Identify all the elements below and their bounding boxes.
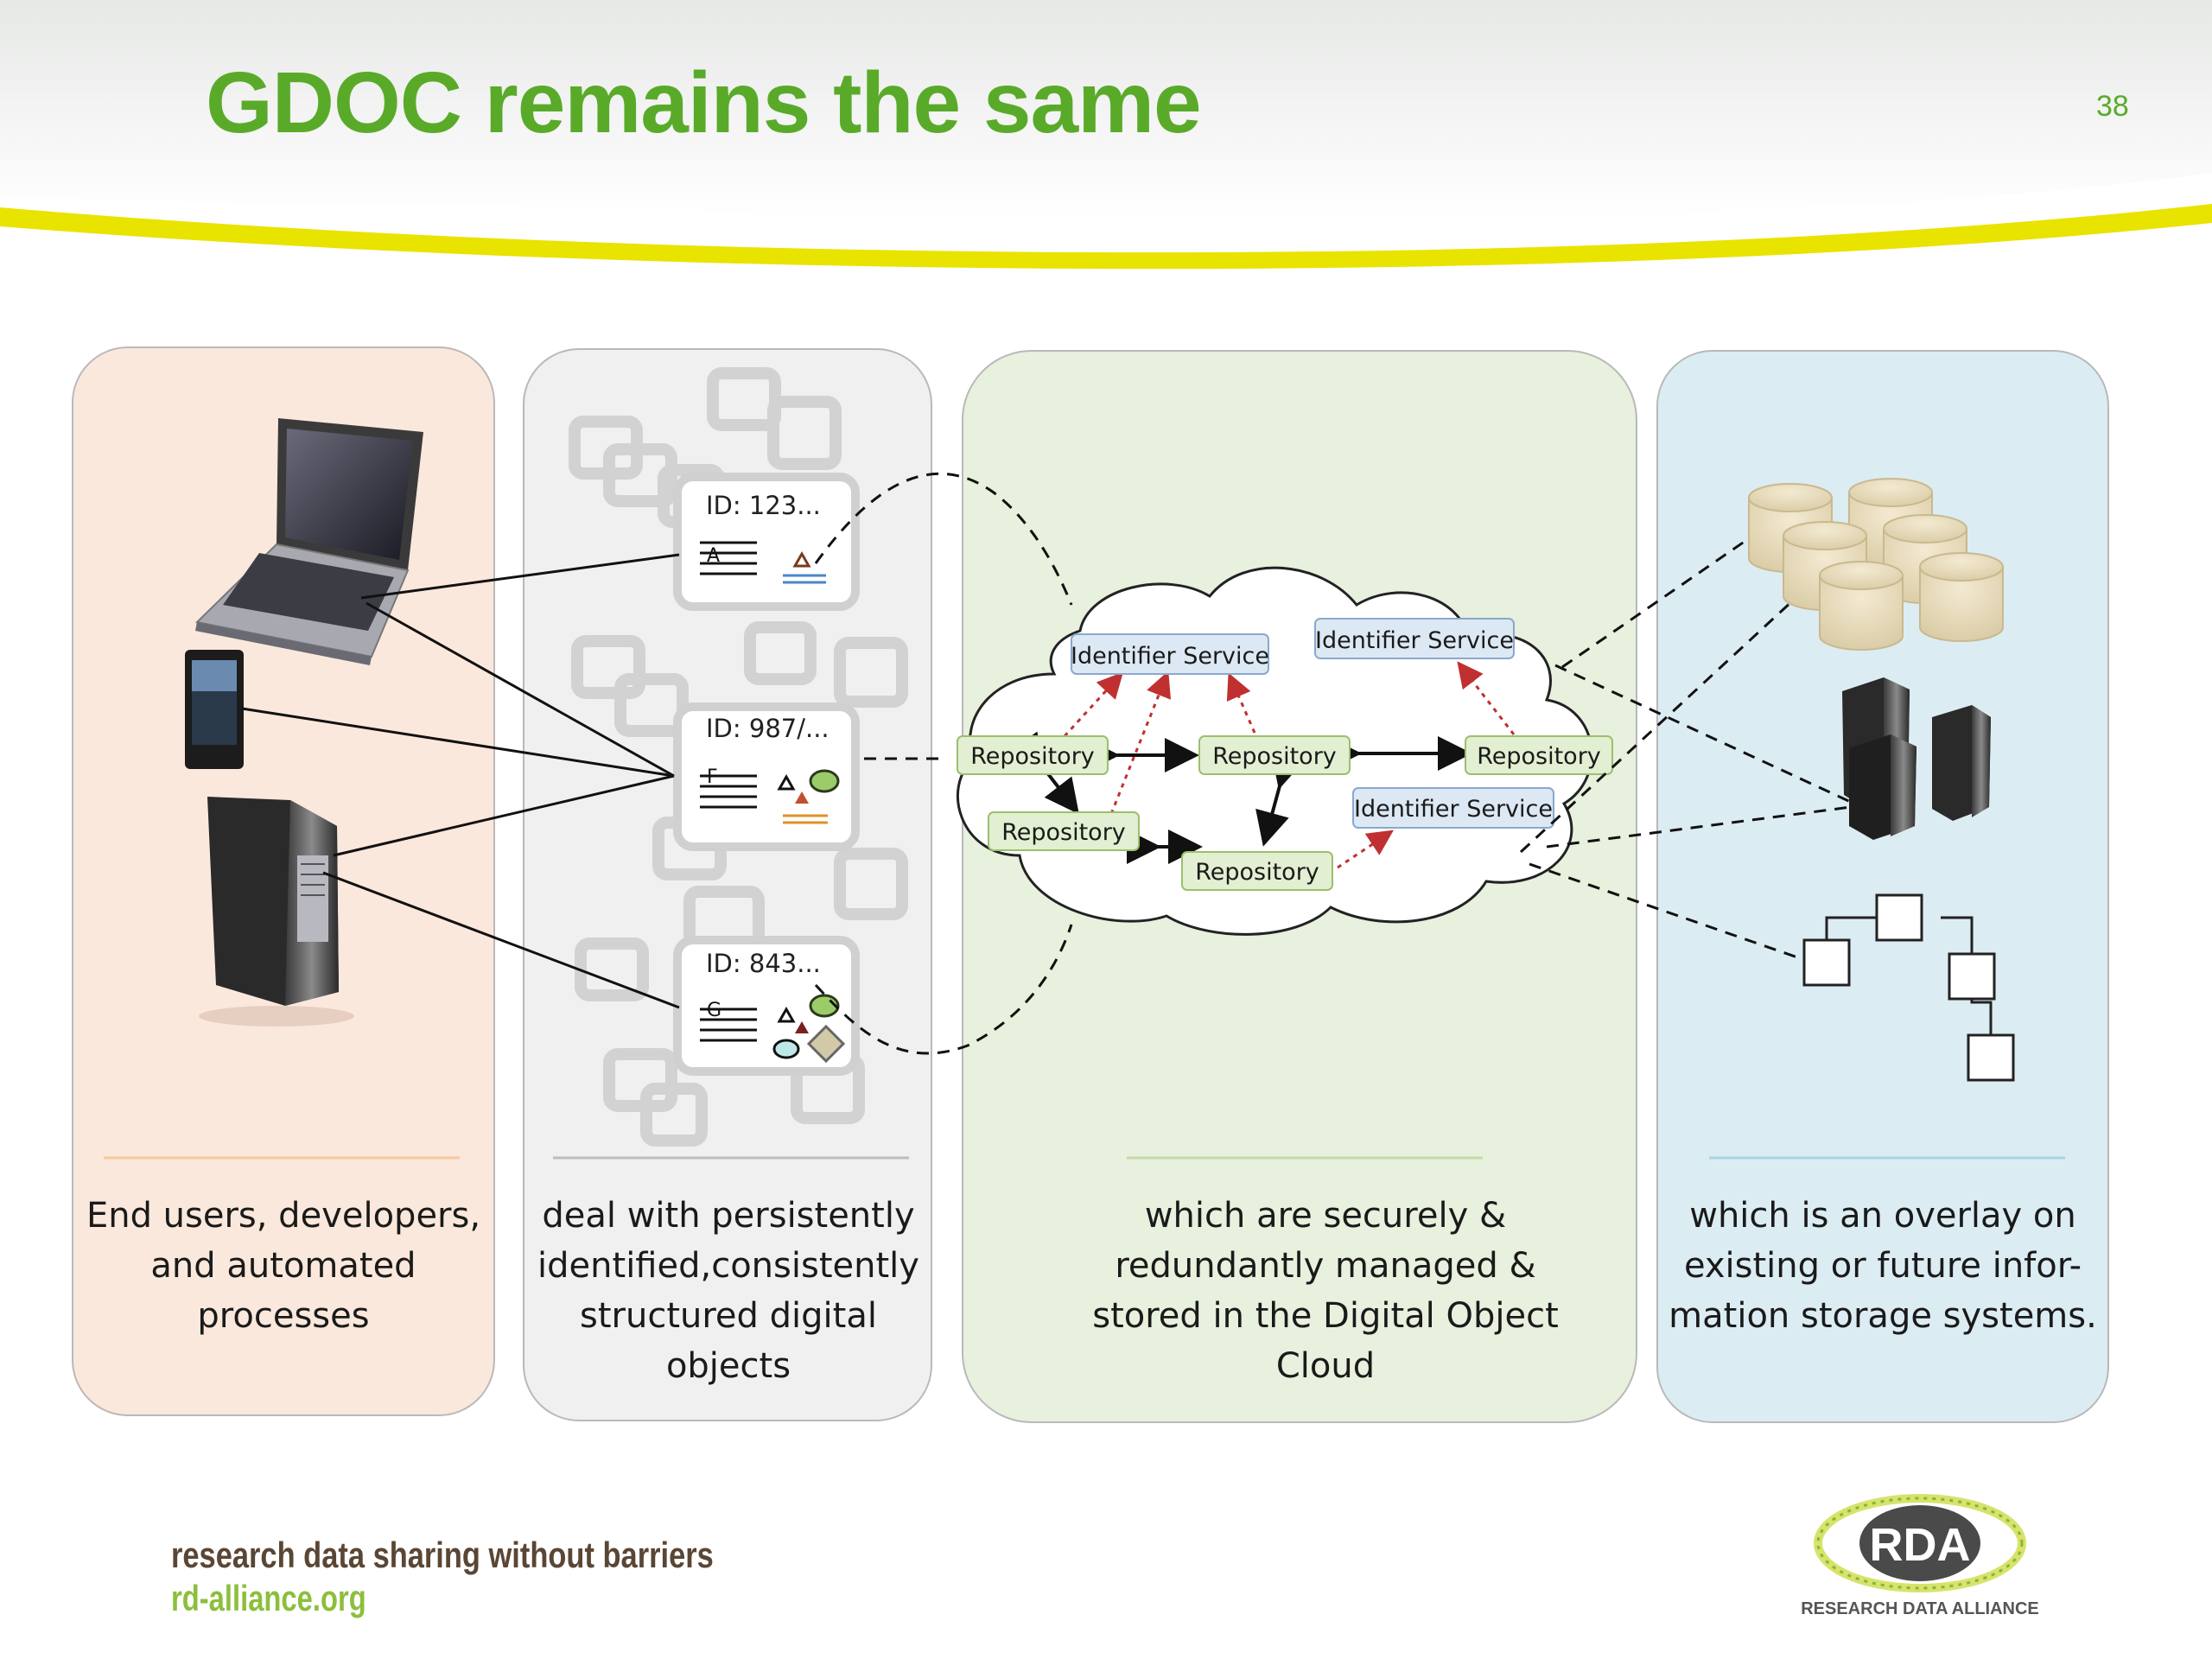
repository-node-1: Repository bbox=[957, 735, 1109, 775]
repository-node-4: Repository bbox=[988, 811, 1140, 851]
rda-logo-text: RDA bbox=[1870, 1519, 1971, 1571]
identifier-service-label: Identifier Service bbox=[1315, 627, 1514, 654]
object-cloud-connectors bbox=[814, 472, 1073, 1055]
rda-logo-subtext: RESEARCH DATA ALLIANCE bbox=[1801, 1599, 2039, 1618]
object-id-label: ID: 123... bbox=[706, 491, 821, 520]
server-tower-icon bbox=[199, 797, 354, 1027]
footer-url[interactable]: rd-alliance.org bbox=[171, 1578, 366, 1618]
hierarchy-tree-icon bbox=[1802, 893, 2015, 1082]
svg-text:G: G bbox=[707, 1000, 721, 1021]
database-cylinders-icon bbox=[1748, 478, 2004, 651]
object-card-1: A bbox=[673, 473, 860, 611]
repository-label: Repository bbox=[1195, 859, 1319, 886]
server-cluster-icon bbox=[1842, 677, 1991, 840]
panel-objects bbox=[523, 348, 932, 1421]
identifier-service-node-1: Identifier Service bbox=[1071, 633, 1269, 675]
repository-label: Repository bbox=[1477, 743, 1601, 770]
cloud-red-links bbox=[1063, 661, 1516, 869]
object-id-label: ID: 843... bbox=[706, 949, 821, 978]
object-card-2: F bbox=[673, 702, 860, 851]
repository-node-3: Repository bbox=[1465, 735, 1613, 775]
user-object-connectors bbox=[241, 553, 680, 1009]
repository-label: Repository bbox=[1001, 819, 1126, 846]
slide-title: GDOC remains the same bbox=[206, 54, 1202, 151]
svg-text:A: A bbox=[707, 545, 720, 567]
header-band bbox=[0, 0, 2212, 270]
repository-node-5: Repository bbox=[1181, 851, 1333, 891]
repository-node-2: Repository bbox=[1198, 735, 1351, 775]
identifier-service-label: Identifier Service bbox=[1071, 643, 1269, 670]
caption-storage: which is an overlay on existing or futur… bbox=[1669, 1196, 2097, 1336]
identifier-service-node-2: Identifier Service bbox=[1314, 618, 1515, 659]
rda-logo: RDA RESEARCH DATA ALLIANCE bbox=[1801, 1494, 2039, 1618]
footer-tagline: research data sharing without barriers bbox=[171, 1535, 714, 1575]
identifier-service-label: Identifier Service bbox=[1354, 796, 1553, 823]
smartphone-icon bbox=[185, 650, 244, 769]
caption-users: End users, developers, and automated pro… bbox=[86, 1196, 481, 1336]
caption-objects: deal with persistently identified,consis… bbox=[537, 1196, 919, 1386]
identifier-service-node-3: Identifier Service bbox=[1352, 787, 1554, 829]
laptop-icon bbox=[194, 418, 423, 665]
object-id-label: ID: 987/... bbox=[706, 714, 830, 743]
cloud-storage-connectors bbox=[1519, 539, 1855, 961]
caption-cloud: which are securely & redundantly managed… bbox=[1092, 1196, 1559, 1386]
repository-label: Repository bbox=[970, 743, 1095, 770]
svg-text:F: F bbox=[707, 766, 718, 788]
slide-number: 38 bbox=[2096, 90, 2129, 123]
repository-label: Repository bbox=[1212, 743, 1337, 770]
